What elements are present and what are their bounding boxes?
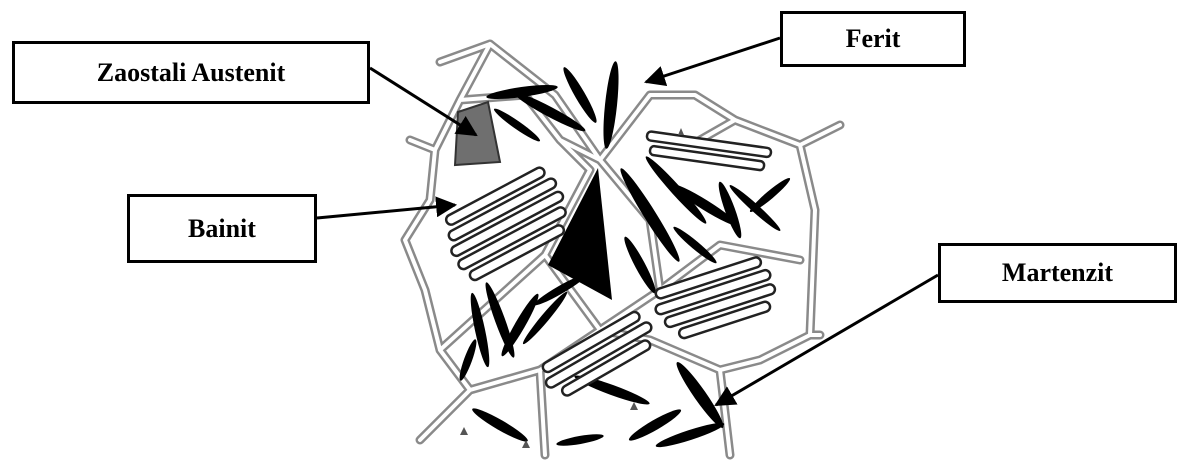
retained-austenite-text: Zaostali Austenit	[97, 58, 286, 88]
ferrite-label: Ferit	[780, 11, 966, 67]
ferrite-text: Ferit	[846, 24, 901, 54]
arrow-ferit	[646, 38, 780, 82]
martensite-label: Martenzit	[938, 243, 1177, 303]
retained-austenite-label: Zaostali Austenit	[12, 41, 370, 104]
bainite-text: Bainit	[188, 214, 256, 244]
martensite-text: Martenzit	[1002, 258, 1113, 288]
arrow-bainit	[317, 205, 455, 218]
retained-austenite-region	[455, 102, 500, 165]
bainite-label: Bainit	[127, 194, 317, 263]
